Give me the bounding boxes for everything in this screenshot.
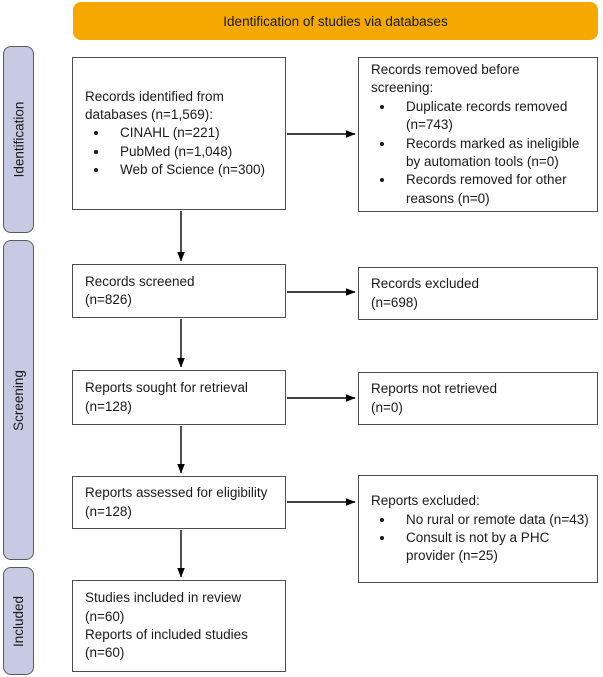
box-text-line: (n=128) bbox=[85, 398, 132, 414]
box-text-line: (n=60) bbox=[85, 645, 125, 661]
bullet-list: CINAHL (n=221) PubMed (n=1,048) Web of S… bbox=[85, 124, 279, 179]
box-text-line: Reports of included studies bbox=[85, 627, 248, 642]
box-text-line: (n=698) bbox=[371, 294, 418, 310]
box-text-line: Reports not retrieved bbox=[371, 381, 498, 397]
stage-label-included: Included bbox=[3, 567, 34, 675]
stage-label-text: Included bbox=[11, 595, 27, 647]
box-reports-assessed: Reports assessed for eligibility (n=128) bbox=[72, 476, 286, 529]
stage-label-screening: Screening bbox=[3, 240, 34, 560]
box-text-line: Records screened bbox=[85, 273, 195, 289]
bullet-item: Records marked as ineligible by automati… bbox=[395, 135, 591, 172]
box-text-line: Reports excluded: bbox=[371, 493, 480, 509]
stage-label-text: Screening bbox=[11, 369, 27, 431]
bullet-list: No rural or remote data (n=43) Consult i… bbox=[371, 511, 591, 566]
box-text-line: databases (n=1,569): bbox=[85, 106, 213, 122]
box-text-line: Records removed before bbox=[371, 62, 520, 78]
bullet-item: Records removed for other reasons (n=0) bbox=[395, 171, 591, 208]
box-text-line: Records excluded bbox=[371, 276, 480, 292]
box-records-identified: Records identified from databases (n=1,5… bbox=[72, 57, 286, 210]
box-text-line: (n=60) bbox=[85, 608, 125, 624]
box-records-screened: Records screened (n=826) bbox=[72, 264, 286, 318]
box-reports-excluded: Reports excluded: No rural or remote dat… bbox=[358, 475, 598, 583]
box-records-removed: Records removed before screening: Duplic… bbox=[358, 57, 598, 212]
box-text-line: Reports assessed for eligibility bbox=[85, 485, 268, 501]
stage-label-identification: Identification bbox=[3, 46, 34, 233]
bullet-item: Duplicate records removed (n=743) bbox=[395, 98, 591, 135]
banner-identification-via-databases: Identification of studies via databases bbox=[73, 2, 598, 40]
bullet-list: Duplicate records removed (n=743) Record… bbox=[371, 98, 591, 208]
stage-label-text: Identification bbox=[11, 101, 26, 178]
box-text-line: (n=826) bbox=[85, 292, 132, 307]
bullet-item: PubMed (n=1,048) bbox=[109, 143, 279, 161]
bullet-item: Consult is not by a PHC provider (n=25) bbox=[395, 529, 591, 566]
bullet-item: No rural or remote data (n=43) bbox=[395, 511, 591, 529]
box-records-excluded: Records excluded (n=698) bbox=[358, 267, 598, 320]
box-text-line: Reports sought for retrieval bbox=[85, 380, 248, 396]
box-reports-sought: Reports sought for retrieval (n=128) bbox=[72, 370, 286, 425]
bullet-item: Web of Science (n=300) bbox=[109, 161, 279, 179]
box-studies-included: Studies included in review (n=60) Report… bbox=[72, 580, 286, 672]
box-text-line: (n=128) bbox=[85, 503, 132, 519]
box-text-line: Records identified from bbox=[85, 88, 224, 104]
box-text-line: screening: bbox=[371, 80, 434, 96]
box-text-line: (n=0) bbox=[371, 399, 403, 415]
box-text-line: Studies included in review bbox=[85, 590, 242, 606]
bullet-item: CINAHL (n=221) bbox=[109, 124, 279, 142]
box-reports-not-retrieved: Reports not retrieved (n=0) bbox=[358, 372, 598, 425]
